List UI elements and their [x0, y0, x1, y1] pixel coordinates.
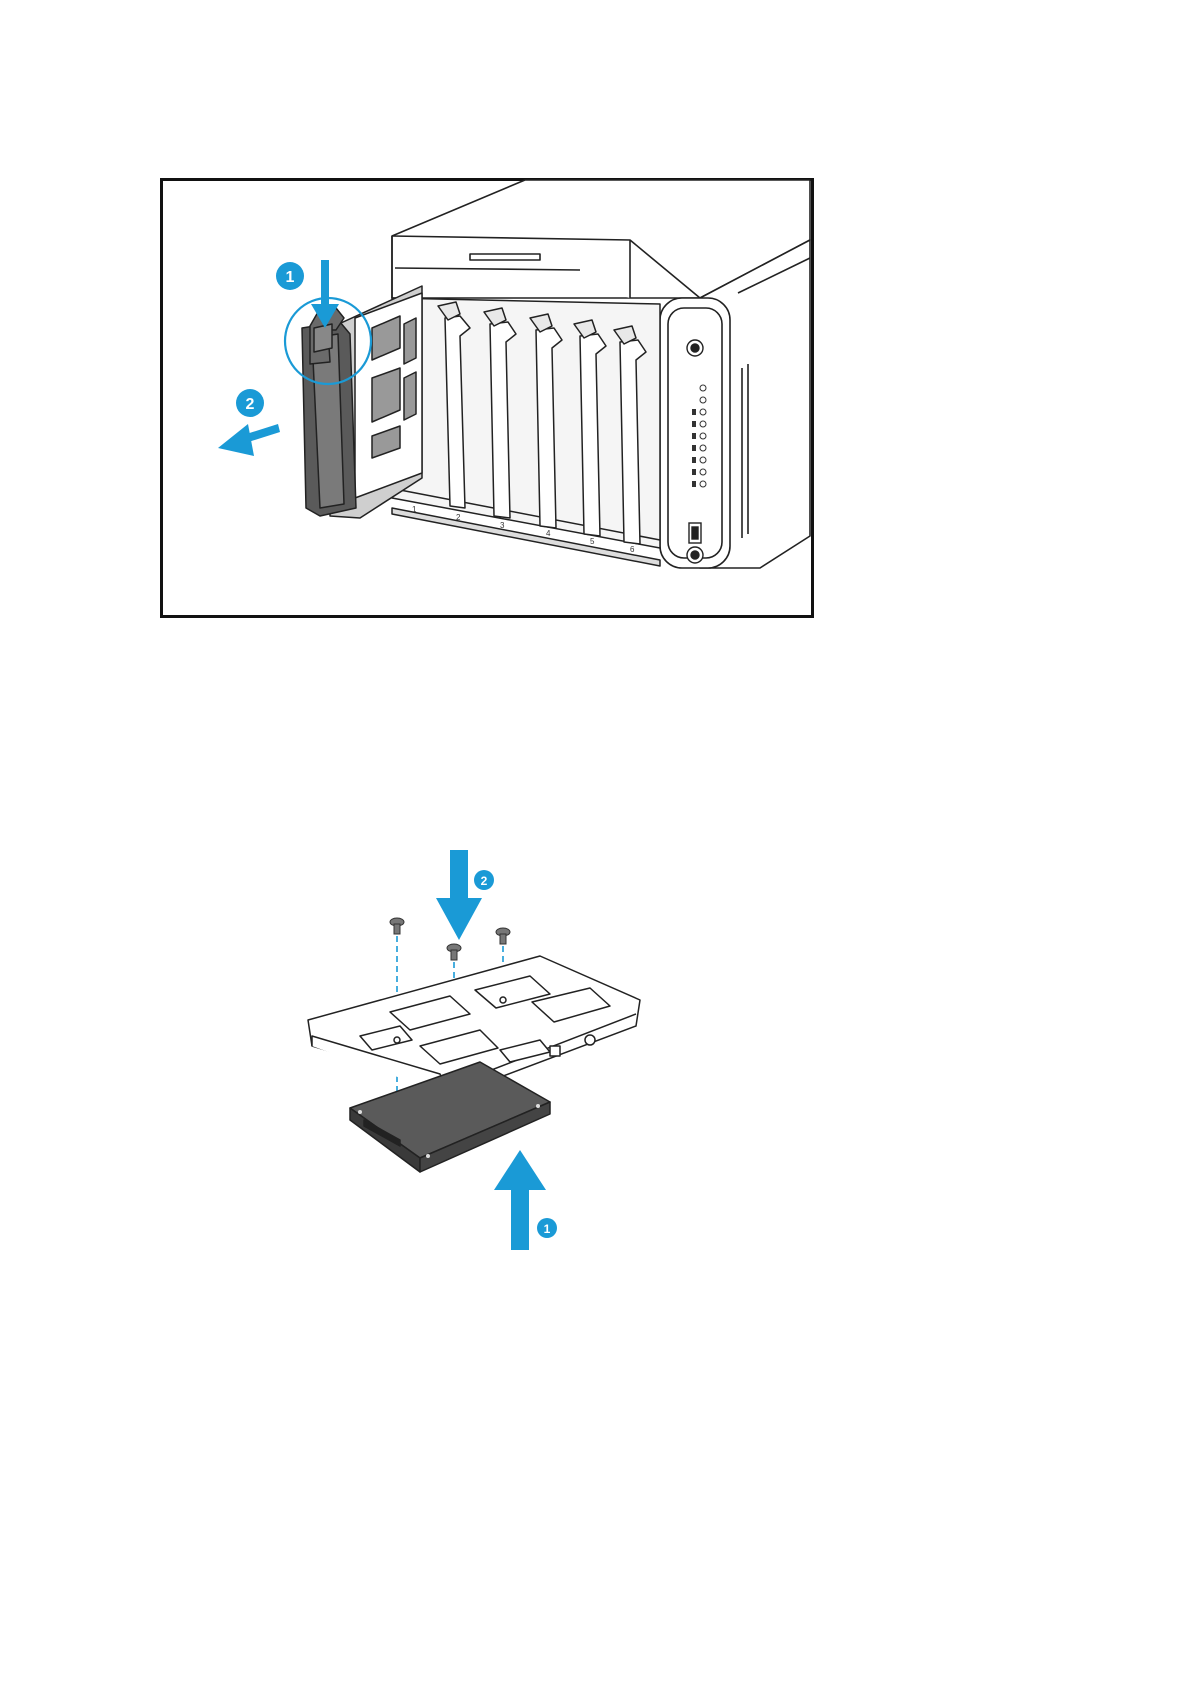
step-callout-2-label: 2	[481, 874, 488, 888]
bay-label-1: 1	[412, 505, 417, 514]
step-callout-2: 2	[474, 870, 494, 890]
step-callout-1-label: 1	[286, 269, 295, 286]
drive-tray	[302, 286, 422, 518]
bay-label-4: 4	[546, 529, 551, 538]
step-callout-1: 1	[537, 1218, 557, 1238]
step-callout-1: 1	[276, 262, 304, 290]
screw-icon	[496, 928, 510, 944]
step-callout-1-label: 1	[544, 1222, 551, 1236]
bay-label-5: 5	[590, 537, 595, 546]
remove-tray-illustration: 1 2 3 4 5 6 1 2	[160, 178, 814, 618]
insert-screws-arrow-icon	[436, 850, 482, 940]
step-callout-2: 2	[236, 389, 264, 417]
bay-label-6: 6	[630, 545, 635, 554]
bay-label-3: 3	[500, 521, 505, 530]
screw-icon	[390, 918, 404, 934]
step-callout-2-label: 2	[246, 396, 255, 413]
install-drive-illustration: 2	[300, 850, 700, 1310]
screws	[390, 918, 510, 960]
bay-label-2: 2	[456, 513, 461, 522]
place-drive-arrow-icon	[494, 1150, 546, 1250]
screw-icon	[447, 944, 461, 960]
